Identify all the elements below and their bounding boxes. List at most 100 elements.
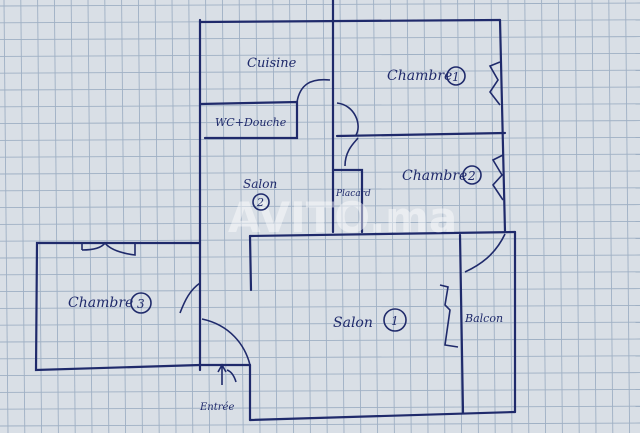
chambre2-number-circle [462, 165, 482, 185]
label-salon1: Salon [333, 315, 373, 331]
grid-line [0, 321, 640, 326]
window-chambre2 [491, 154, 504, 201]
grid-line [507, 0, 513, 433]
grid-line [490, 0, 496, 433]
grid-line [0, 338, 640, 343]
grid-line [524, 0, 530, 433]
window-balcon [439, 284, 459, 348]
grid-line [0, 288, 640, 293]
grid-line [154, 0, 160, 433]
grid-line [0, 2, 640, 7]
grid-line [20, 0, 26, 433]
entry-door-arc [201, 318, 251, 366]
walls [34, 0, 517, 422]
label-chambre3-num: 3 [137, 297, 145, 311]
placard-box [331, 168, 364, 234]
grid-line [0, 355, 640, 360]
grid-line [0, 52, 640, 57]
grid-line [389, 0, 395, 433]
grid-line [0, 254, 640, 259]
grid-line [440, 0, 446, 433]
label-chambre3: Chambre [68, 295, 133, 311]
label-entree: Entrée [199, 402, 234, 413]
grid-line [0, 271, 640, 276]
grid-line [70, 0, 76, 433]
grid-line [0, 422, 640, 427]
chambre-divider [335, 131, 507, 138]
grid-line [53, 0, 59, 433]
grid-line [0, 103, 640, 108]
balcon-wall [458, 233, 465, 415]
label-placard: Placard [335, 189, 371, 199]
grid-line [37, 0, 43, 433]
window-chambre3 [81, 241, 136, 256]
grid-line [373, 0, 379, 433]
grid-line [0, 388, 640, 393]
grid-line [205, 0, 211, 433]
wc-box [198, 100, 299, 140]
label-chambre2-num: 2 [467, 169, 476, 183]
grid-line [0, 136, 640, 141]
grid-line [0, 36, 640, 41]
watermark: AVITO.ma [228, 193, 457, 242]
label-salon1-num: 1 [391, 314, 399, 328]
grid-line [339, 0, 345, 433]
grid-line [322, 0, 328, 433]
label-chambre2: Chambre [402, 168, 467, 184]
balcon-door-arc [464, 233, 506, 273]
salon1-number-circle [383, 308, 407, 332]
label-chambre1-num: 1 [452, 70, 460, 84]
label-balcon: Balcon [464, 312, 503, 325]
label-cuisine: Cuisine [247, 56, 297, 71]
grid-line [406, 0, 412, 433]
grid-line [0, 372, 640, 377]
label-chambre1: Chambre [387, 68, 452, 84]
chambre3-number-circle [130, 292, 152, 314]
middle-wall [248, 230, 517, 238]
grid-line [3, 0, 9, 433]
grid-line [557, 0, 563, 433]
grid-line [0, 220, 640, 225]
room-labels: Cuisine Chambre 1 WC+Douche Salon 2 Plac… [68, 56, 503, 413]
grid-line [423, 0, 429, 433]
top-wall [198, 18, 502, 24]
chambre3-room [34, 241, 252, 372]
grid-line [0, 405, 640, 410]
grid-line [137, 0, 143, 433]
grid-line [87, 0, 93, 433]
grid-line [171, 0, 177, 433]
salon2-number-circle [252, 193, 270, 211]
window-chambre1 [488, 61, 501, 106]
label-wc: WC+Douche [215, 116, 287, 129]
bottom-wall [248, 410, 517, 422]
chambre3-door-arc [179, 282, 201, 314]
grid-line [356, 0, 362, 433]
grid-line [574, 0, 580, 433]
grid-line [0, 170, 640, 175]
chambre2-door-arc [344, 137, 359, 167]
grid-line [0, 120, 640, 125]
chambre1-number-circle [446, 66, 466, 86]
grid-line [0, 86, 640, 91]
grid-line [0, 187, 640, 192]
grid-line [608, 0, 614, 433]
grid-line [0, 304, 640, 309]
grid-line [188, 0, 194, 433]
grid-line [541, 0, 547, 433]
grid-line [457, 0, 463, 433]
wc-door-arc [336, 102, 359, 136]
grid-line [104, 0, 110, 433]
grid-line [591, 0, 597, 433]
label-salon2: Salon [243, 177, 277, 191]
grid-line [0, 69, 640, 74]
cuisine-door-arc [296, 78, 331, 103]
entry-arrow-icon [217, 363, 237, 385]
grid-line [121, 0, 127, 433]
label-salon2-num: 2 [256, 196, 264, 209]
right-wall-upper [498, 18, 507, 234]
grid-line [0, 204, 640, 209]
grid-line [0, 153, 640, 158]
grid-line [0, 237, 640, 242]
